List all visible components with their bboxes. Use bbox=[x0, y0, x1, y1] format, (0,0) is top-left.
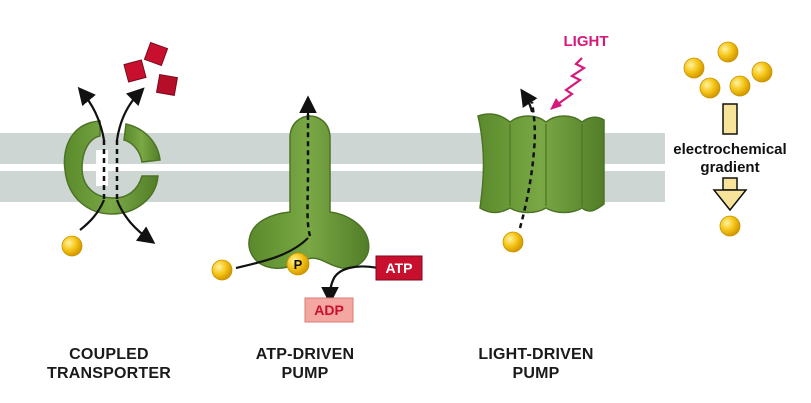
gradient-label-line2: gradient bbox=[700, 159, 759, 176]
caption-line: COUPLED bbox=[69, 346, 149, 363]
light-ray-arrowhead bbox=[550, 98, 562, 110]
gradient-arrow-head bbox=[712, 189, 748, 212]
adp-label: ADP bbox=[314, 302, 344, 318]
caption-atp-driven-pump: ATP-DRIVEN PUMP bbox=[240, 345, 370, 383]
gradient-low-ball bbox=[719, 215, 741, 237]
gradient-high-ball bbox=[717, 41, 739, 63]
coupled-transporter-channel bbox=[96, 150, 108, 186]
light-ray-icon bbox=[557, 57, 587, 105]
atp-driven-pump: P ATP ADP bbox=[211, 95, 423, 323]
atp-label: ATP bbox=[386, 260, 413, 276]
caption-line: PUMP bbox=[281, 365, 329, 382]
cotransported-molecules bbox=[123, 41, 179, 97]
caption-line: ATP-DRIVEN bbox=[255, 346, 355, 363]
light-pump-protein bbox=[477, 113, 605, 214]
coupled-arrow-out-left bbox=[77, 86, 106, 141]
cosolute-cube bbox=[123, 59, 147, 83]
light-pump-arrow-out bbox=[520, 88, 538, 113]
light-pump-solute-ball bbox=[502, 231, 524, 253]
coupled-solute-ball bbox=[61, 235, 83, 257]
caption-light-driven-pump: LIGHT-DRIVEN PUMP bbox=[466, 345, 606, 383]
caption-coupled-transporter: COUPLED TRANSPORTER bbox=[44, 345, 174, 383]
adp-box bbox=[304, 297, 354, 323]
coupled-arrow-in-left bbox=[79, 199, 106, 231]
caption-line: PUMP bbox=[512, 365, 560, 382]
light-label: LIGHT bbox=[564, 33, 609, 50]
gradient-high-ball bbox=[729, 75, 751, 97]
gradient-high-ball bbox=[683, 57, 705, 79]
atp-pump-path bbox=[306, 108, 312, 237]
light-pump-path bbox=[518, 101, 537, 229]
atp-pump-arrow-in bbox=[235, 237, 309, 270]
gradient-arrow-shaft bbox=[722, 103, 738, 135]
cosolute-cube bbox=[155, 73, 179, 97]
atp-pump-protein bbox=[248, 115, 370, 269]
gradient-arrow-shaft-lower bbox=[722, 177, 738, 191]
gradient-high-ball bbox=[699, 77, 721, 99]
coupled-arrow-out-right bbox=[115, 87, 145, 141]
cosolute-cube bbox=[143, 41, 169, 67]
coupled-arrow-in-right bbox=[115, 199, 156, 244]
phosphate-label: P bbox=[294, 257, 303, 272]
caption-line: TRANSPORTER bbox=[47, 365, 171, 382]
atp-to-adp-arrow bbox=[321, 265, 379, 305]
atp-pump-solute-ball bbox=[211, 259, 233, 281]
phosphate-ball bbox=[286, 252, 310, 276]
gradient-high-ball bbox=[751, 61, 773, 83]
gradient-label-line1: electrochemical bbox=[673, 141, 786, 158]
caption-line: LIGHT-DRIVEN bbox=[478, 346, 594, 363]
coupled-transporter-upper-lobe bbox=[123, 123, 161, 163]
atp-box bbox=[375, 255, 423, 281]
light-driven-pump: LIGHT bbox=[477, 33, 609, 253]
electrochemical-gradient-legend: electrochemical gradient bbox=[673, 41, 787, 237]
coupled-transporter-protein bbox=[63, 120, 159, 215]
coupled-transporter bbox=[61, 41, 179, 257]
